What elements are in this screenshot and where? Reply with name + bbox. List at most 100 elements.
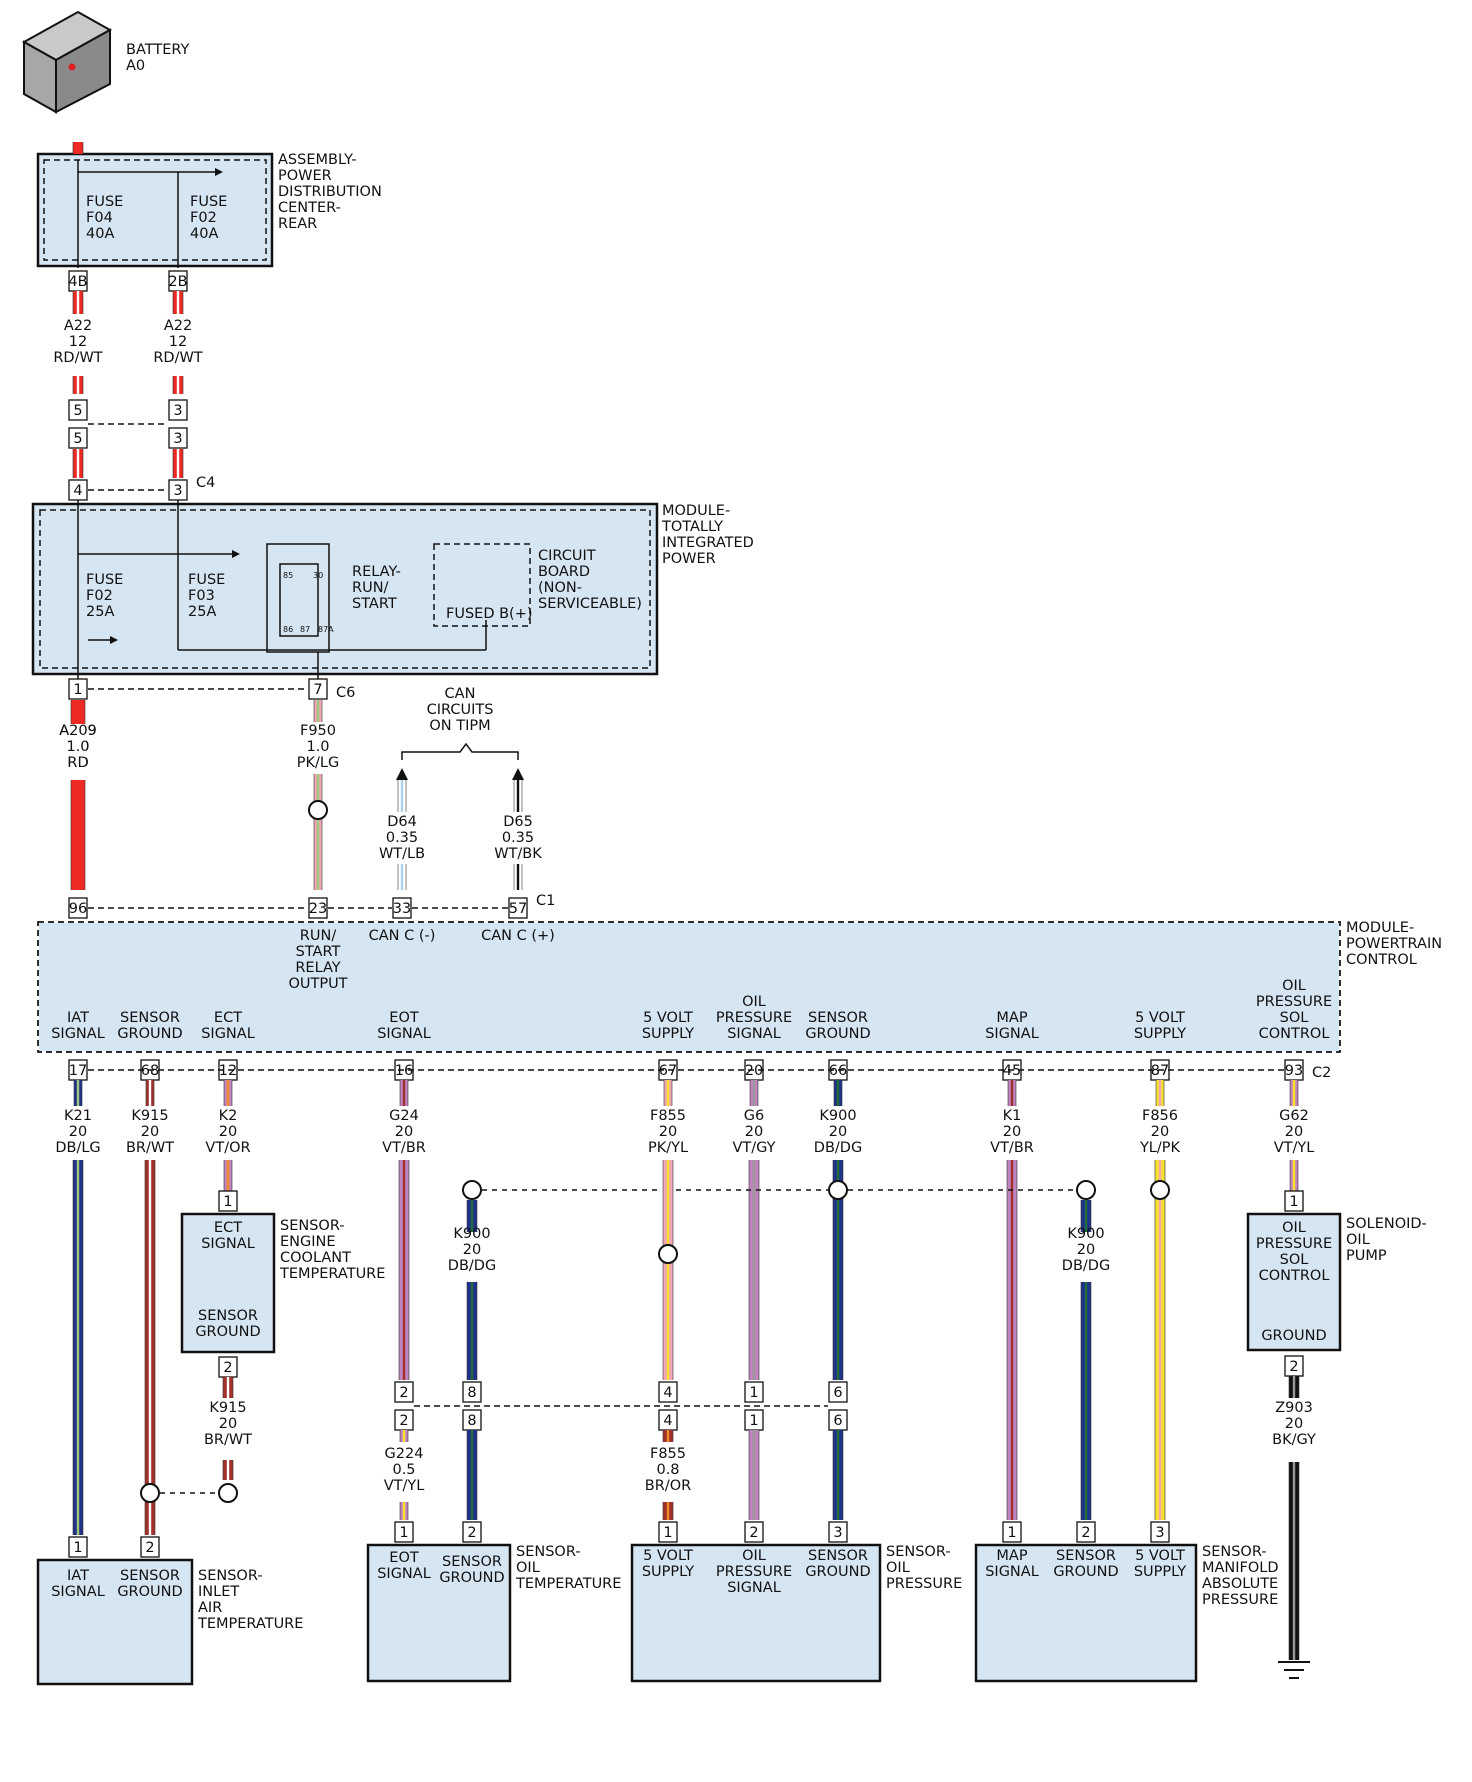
pcm-c2-pin-66: 66: [829, 1063, 847, 1079]
op-pin-2: 2: [749, 1525, 758, 1541]
wire-c2-top-0-stripe: [76, 1080, 80, 1106]
wire-z903-top-stripe: [1292, 1376, 1296, 1398]
pcm-c2-pin-93: 93: [1285, 1063, 1303, 1079]
splice-f855: [658, 1244, 678, 1264]
can-bracket: [401, 742, 519, 760]
op-pin-3: 3: [833, 1525, 842, 1541]
pdc-pin-4b: 4B: [68, 274, 87, 290]
op-pin-1-box: [658, 1521, 678, 1543]
wire-k900-stripe: [836, 1160, 840, 1380]
pcm-c1-pin-33-box: [392, 897, 412, 919]
inline-pin-6u: 6: [833, 1385, 842, 1401]
op-pin-1: 1: [663, 1525, 672, 1541]
splice-f950: [308, 800, 328, 820]
wire-a22c-1-stripe: [176, 449, 180, 478]
wire-f855b-stripe: [666, 1502, 670, 1520]
arrow-icon-3: [110, 636, 118, 644]
inline-pin-1l: 1: [749, 1413, 758, 1429]
label-bg3: [372, 812, 432, 864]
tipm-out-pin-7-box: [308, 678, 328, 700]
wire-k900a-stripe: [470, 1200, 474, 1232]
pcm-c1-pin-96-box: [68, 897, 88, 919]
wire-k900b-stripe: [836, 1430, 840, 1520]
wire-z903-stripe: [1292, 1462, 1296, 1660]
iat-pin-1: 1: [73, 1540, 82, 1556]
iat-box: [36, 1558, 194, 1686]
wire-f856-stripe: [1158, 1160, 1162, 1520]
wire-a22b-1-stripe: [176, 376, 180, 394]
tipm-out-pin-1: 1: [73, 682, 82, 698]
pcm-border: [37, 921, 1341, 1053]
inline-pin-1u: 1: [749, 1385, 758, 1401]
inline-pin-4u: 4: [663, 1385, 672, 1401]
arrow-icon: [215, 168, 223, 176]
sol-pin-1: 1: [1289, 1194, 1298, 1210]
relay-pin-30: 30: [313, 571, 323, 580]
wire-k915b-stripe: [226, 1377, 230, 1398]
inline-pin-3l-box: [168, 427, 188, 449]
splice-k900-center: [828, 1180, 848, 1200]
pcm-fill: [39, 923, 1339, 1051]
wire-g6-stripe: [752, 1160, 756, 1380]
wire-g224-top-stripe: [402, 1430, 406, 1442]
wire-f855-stripe: [666, 1160, 670, 1380]
inline-pin-2l: 2: [399, 1413, 408, 1429]
fused-b-plus: FUSED B(+): [446, 606, 533, 622]
map-pin-1: 1: [1007, 1525, 1016, 1541]
pcm-c2-pin-20: 20: [745, 1063, 763, 1079]
eot-box: [366, 1543, 512, 1683]
wire-k2-stripe: [226, 1160, 230, 1192]
splice-k900-left: [462, 1180, 482, 1200]
tipm-pin-3: 3: [173, 483, 182, 499]
tipm-box: [31, 502, 659, 676]
ground-icon: [1278, 1661, 1310, 1679]
eot-pin-1: 1: [399, 1525, 408, 1541]
op-pin-3-box: [828, 1521, 848, 1543]
label-can-c-minus: CAN C (-): [369, 928, 436, 944]
inline-pin-2u-box: [394, 1381, 414, 1403]
wire-c2-top-2-stripe: [226, 1080, 230, 1106]
wire-k915-stripe: [148, 1160, 152, 1535]
map-pin-2: 2: [1081, 1525, 1090, 1541]
pcm-c2-pin-87: 87: [1151, 1063, 1169, 1079]
inline-pin-1u-box: [744, 1381, 764, 1403]
inline-pin-3u: 3: [173, 403, 182, 419]
pcm-c1-pin-23: 23: [309, 901, 327, 917]
map-pin-1-box: [1002, 1521, 1022, 1543]
